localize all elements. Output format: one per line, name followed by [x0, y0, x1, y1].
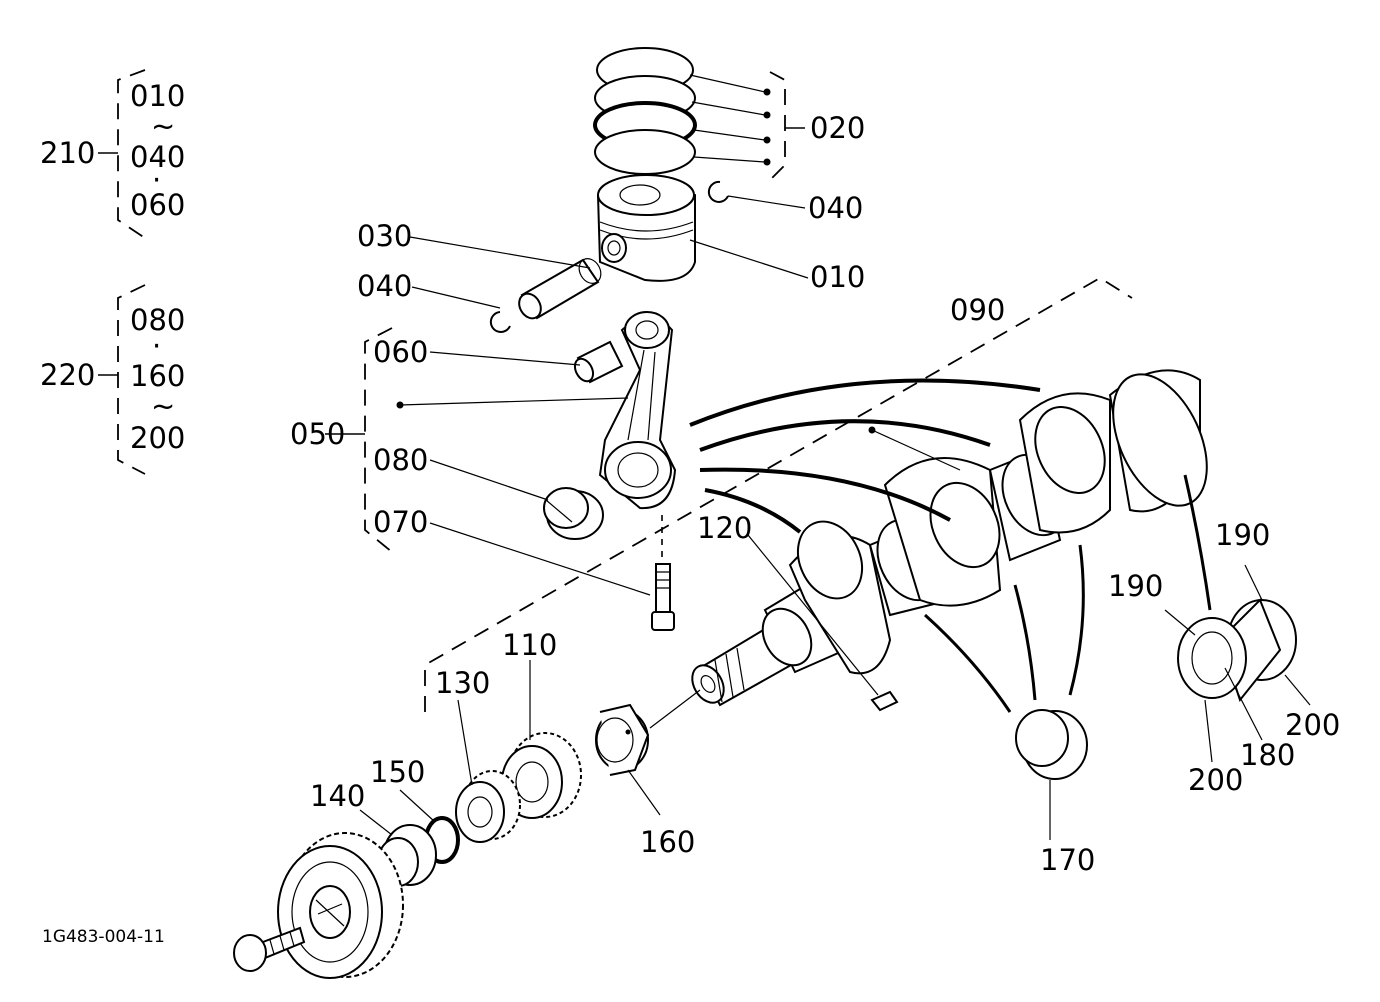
- label-170: 170: [1040, 843, 1095, 877]
- group-220-item-4: ~: [151, 389, 175, 423]
- piston-pin: [518, 258, 602, 320]
- group-210-item-4: ·: [152, 163, 161, 197]
- label-050: 050: [290, 417, 345, 451]
- crank-pulley: [277, 832, 404, 979]
- label-080: 080: [373, 443, 428, 477]
- group-210-item-1: 010: [130, 79, 185, 113]
- label-190-upper: 190: [1215, 518, 1270, 552]
- label-040-lower: 040: [357, 269, 412, 303]
- piston-rings: [593, 47, 697, 175]
- group-210-number: 210: [40, 136, 95, 170]
- label-030: 030: [357, 219, 412, 253]
- label-190-lower: 190: [1108, 569, 1163, 603]
- rear-bearing-case: [1177, 598, 1297, 703]
- label-150: 150: [370, 755, 425, 789]
- label-090: 090: [950, 293, 1005, 327]
- con-rod-bolt: [651, 515, 675, 631]
- crank-gear-130: [455, 770, 521, 843]
- label-070: 070: [373, 505, 428, 539]
- pulley-bolt: [233, 926, 306, 972]
- circlip-upper: [707, 180, 729, 203]
- label-020: 020: [810, 111, 865, 145]
- label-110: 110: [502, 628, 557, 662]
- drawing-code: 1G483-004-11: [42, 927, 165, 947]
- label-200-lower: 200: [1188, 763, 1243, 797]
- label-140: 140: [310, 779, 365, 813]
- group-220-number: 220: [40, 358, 95, 392]
- label-040-upper: 040: [808, 191, 863, 225]
- front-bushing: [595, 703, 650, 776]
- main-bearing: [1015, 709, 1088, 780]
- group-220-item-5: 200: [130, 421, 185, 455]
- group-220-item-1: 080: [130, 303, 185, 337]
- ring-leaders: 020: [689, 71, 865, 181]
- group-210-item-2: ~: [151, 109, 175, 143]
- group-210: 210 010 ~ 040 · 060: [40, 69, 185, 239]
- crankshaft: [691, 369, 1208, 712]
- small-end-bush: [573, 340, 624, 384]
- label-180: 180: [1240, 738, 1295, 772]
- assembly-arrows: [689, 378, 1212, 713]
- group-210-item-5: 060: [130, 188, 185, 222]
- label-200-right: 200: [1285, 708, 1340, 742]
- connecting-rod: [598, 311, 677, 510]
- label-160: 160: [640, 825, 695, 859]
- group-210-item-3: 040: [130, 140, 185, 174]
- label-130: 130: [435, 666, 490, 700]
- group-220-item-2: ·: [152, 329, 161, 363]
- con-rod-bearing: [543, 487, 604, 540]
- label-010: 010: [810, 260, 865, 294]
- circlip-lower: [489, 311, 511, 333]
- group-220: 220 080 · 160 ~ 200: [40, 284, 185, 475]
- label-060: 060: [373, 335, 428, 369]
- label-120: 120: [697, 511, 752, 545]
- piston: [596, 174, 696, 282]
- group-220-item-3: 160: [130, 359, 185, 393]
